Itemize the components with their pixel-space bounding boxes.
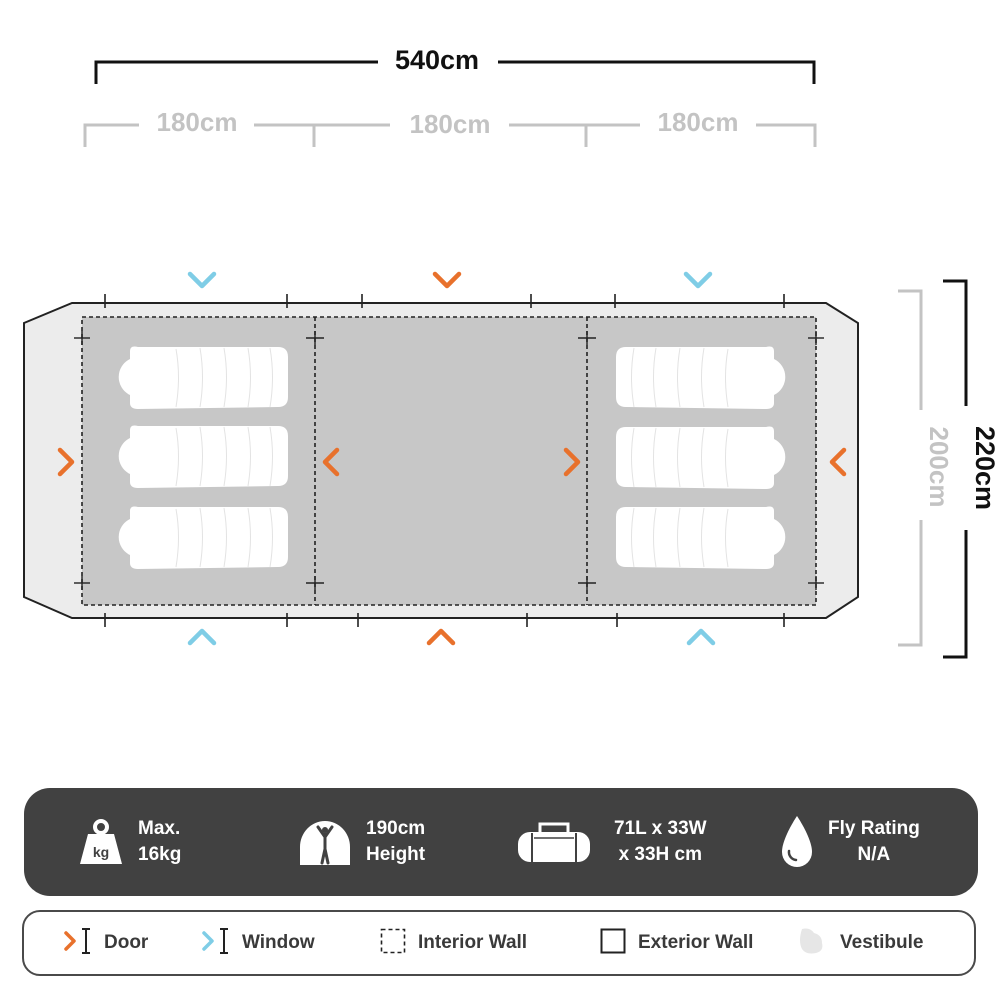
window-marker-bottom-left — [187, 628, 217, 646]
pole-ticks — [104, 294, 785, 627]
sleeping-bag — [118, 506, 289, 570]
spec-fly-line2: N/A — [857, 844, 891, 865]
sleeping-bags-right — [615, 346, 786, 570]
door-icon — [62, 927, 92, 960]
spec-fly-line1: Fly Rating — [828, 818, 920, 839]
window-icon — [200, 927, 230, 960]
total-width-label: 220cm — [970, 426, 1000, 510]
sleeping-bags-left — [118, 346, 289, 570]
section-length-label-3: 180cm — [658, 107, 739, 137]
legend-door: Door — [62, 912, 148, 974]
sleeping-bag — [615, 426, 786, 490]
weight-icon-label: kg — [93, 844, 109, 860]
spec-pack-line1: 71L x 33W — [614, 818, 707, 839]
door-marker-bottom-center — [426, 628, 456, 646]
sleeping-bag — [615, 346, 786, 410]
sleeping-bag — [118, 425, 289, 489]
door-marker-left-inner — [322, 447, 340, 477]
sleeping-bag — [118, 346, 289, 410]
duffel-bag-icon — [516, 820, 592, 864]
exterior-wall-icon — [600, 928, 626, 959]
inner-width-dimension: 200cm — [898, 289, 954, 647]
sleeping-bag — [615, 506, 786, 570]
legend: Door Window Interior Wall Exterior Wall — [22, 910, 976, 976]
legend-vestibule: Vestibule — [796, 912, 923, 974]
spec-weight-line2: 16kg — [138, 844, 182, 865]
total-width-dimension: 220cm — [943, 279, 1000, 659]
window-marker-top-left — [187, 271, 217, 289]
total-length-dimension: 540cm — [94, 45, 816, 84]
section-length-label-2: 180cm — [410, 109, 491, 139]
door-marker-right-inner — [563, 447, 581, 477]
interior-walls — [81, 316, 817, 606]
tent-floor-plan: 540cm 180cm 180cm 180cm 220cm 200cm — [23, 45, 1000, 659]
vestibule-icon — [796, 925, 828, 962]
weight-icon: kg — [78, 818, 124, 866]
inner-wall-markers — [74, 331, 824, 590]
door-marker-top-center — [432, 271, 462, 289]
legend-interior-wall: Interior Wall — [380, 912, 527, 974]
height-person-icon — [298, 819, 352, 865]
legend-exterior-wall-label: Exterior Wall — [638, 932, 754, 953]
window-marker-bottom-right — [686, 628, 716, 646]
spec-height-line2: Height — [366, 844, 426, 865]
water-drop-icon — [780, 814, 814, 870]
total-length-label: 540cm — [395, 45, 479, 75]
section-length-label-1: 180cm — [157, 107, 238, 137]
spec-height-line1: 190cm — [366, 818, 426, 839]
legend-interior-wall-label: Interior Wall — [418, 932, 528, 953]
spec-max-weight: kg Max. 16kg — [78, 788, 181, 896]
spec-pack-size: 71L x 33W x 33H cm — [516, 788, 707, 896]
legend-window-label: Window — [242, 932, 315, 953]
window-marker-top-right — [683, 271, 713, 289]
door-marker-right-outer — [829, 447, 847, 477]
legend-door-label: Door — [104, 932, 149, 953]
spec-pack-line2: x 33H cm — [618, 844, 703, 865]
section-length-dimensions — [83, 123, 817, 147]
door-marker-left-outer — [57, 447, 75, 477]
spec-weight-line1: Max. — [138, 818, 181, 839]
interior-wall-icon — [380, 928, 406, 959]
inner-width-label: 200cm — [924, 427, 954, 508]
legend-vestibule-label: Vestibule — [840, 932, 924, 953]
legend-exterior-wall: Exterior Wall — [600, 912, 753, 974]
legend-window: Window — [200, 912, 315, 974]
